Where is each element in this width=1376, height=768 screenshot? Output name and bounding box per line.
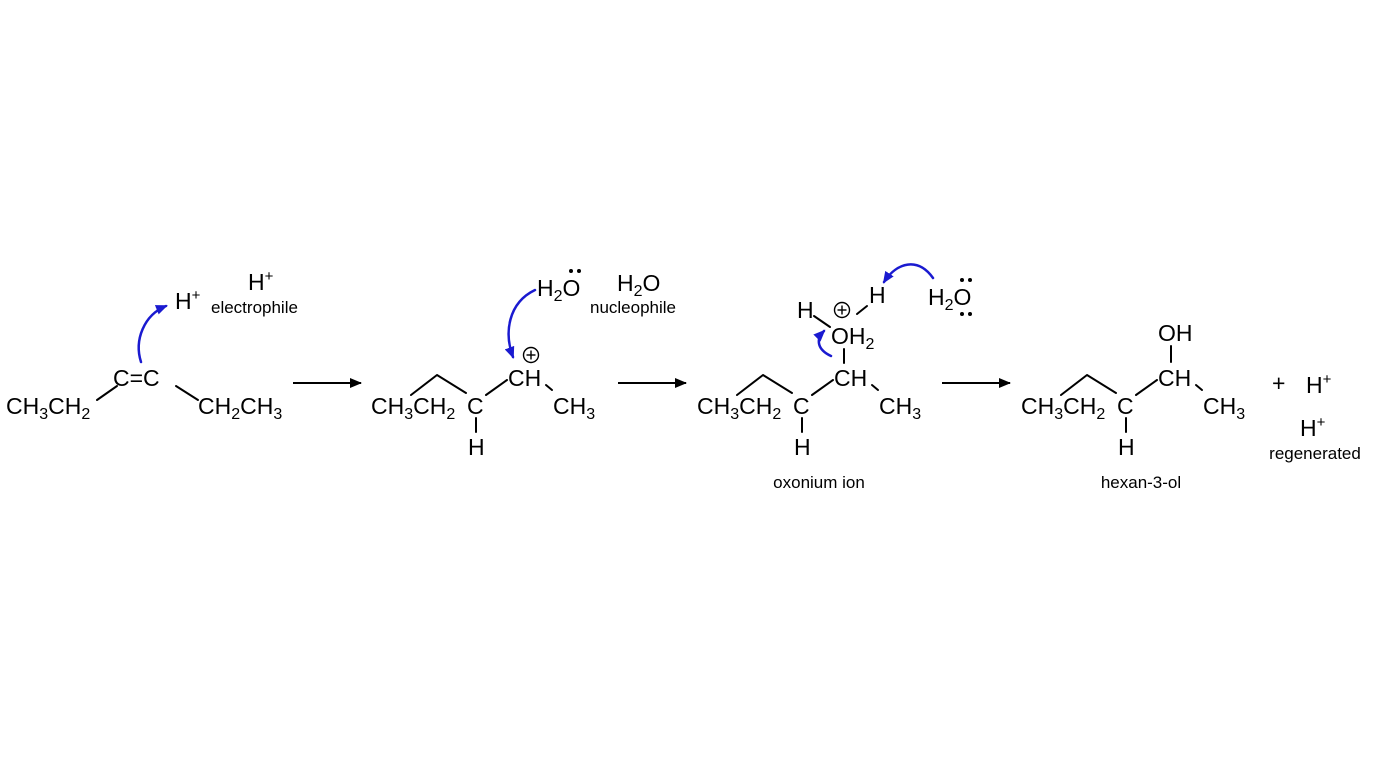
bond-to-methyl [871,384,879,391]
step2-carbocation: H2O H2O nucleophile CH3CH2 C H CH CH3 [371,269,676,460]
oxonium-hydrogen: H [797,297,814,323]
cation-carbon: CH [508,365,541,391]
methyl-group: CH3 [879,393,921,423]
hydroxyl-group: OH [1158,320,1193,346]
branch-hydrogen: H [1118,434,1135,460]
positive-charge-circle [522,346,540,364]
alkene-c-c: C=C [113,365,160,391]
transferred-hydrogen: H [869,282,886,308]
curly-arrow-water-to-cation [504,288,537,359]
lone-pair-dot [968,312,972,316]
h-plus-electrophile: H+ [175,287,201,314]
bond-c-ch [1135,379,1158,396]
branch-carbon: C [793,393,810,419]
product-caption: hexan-3-ol [1101,473,1181,492]
branch-hydrogen: H [794,434,811,460]
h-plus-regenerated: H+ [1300,414,1326,441]
lone-pair-dot [968,278,972,282]
branch-carbon: C [467,393,484,419]
methyl-group: CH3 [553,393,595,423]
oxonium-oh2: OH2 [831,323,875,353]
curly-arrow-bond-to-oxygen [813,329,833,358]
water-base: H2O [928,284,971,314]
lone-pair-dot [960,278,964,282]
curly-arrow-water-to-h [882,263,935,284]
ch-carbon: CH [834,365,867,391]
bond-to-cation [485,379,508,396]
bond-to-methyl [1195,384,1203,391]
oxonium-caption: oxonium ion [773,473,865,492]
lone-pair-dot [569,269,573,273]
ethyl-group-right: CH2CH3 [198,393,282,423]
ch-carbon: CH [1158,365,1191,391]
water-attacking: H2O [537,275,580,305]
h-plus-reagent: H+ [248,268,274,295]
plus-sign-products: + [1272,370,1285,396]
bond-left-to-alkene [96,385,118,401]
nucleophile-label: nucleophile [590,298,676,317]
branch-carbon: C [1117,393,1134,419]
zigzag-bond [736,374,793,396]
h-plus-product: H+ [1306,371,1332,398]
bond-o-h-transfer [856,305,868,315]
step1-reactants: H+ H+ electrophile CH3CH2 C=C CH2CH3 [6,268,298,423]
lone-pair-dot [577,269,581,273]
ethyl-chain: CH3CH2 [1021,393,1105,423]
lone-pair-dot [960,312,964,316]
water-nucleophile: H2O [617,270,660,300]
branch-hydrogen: H [468,434,485,460]
ethyl-group-left: CH3CH2 [6,393,90,423]
ethyl-chain: CH3CH2 [697,393,781,423]
methyl-group: CH3 [1203,393,1245,423]
step4-products: OH CH3CH2 C H CH CH3 hexan-3-ol + H+ H+ … [1021,320,1361,492]
bond-o-h [813,315,831,328]
bond-to-methyl [545,384,553,391]
zigzag-bond [1060,374,1117,396]
ethyl-chain: CH3CH2 [371,393,455,423]
curly-arrow-pi-to-proton [137,304,168,364]
zigzag-bond [410,374,467,396]
regenerated-label: regenerated [1269,444,1361,463]
electrophile-label: electrophile [211,298,298,317]
bond-c-ch [811,379,834,396]
bond-alkene-to-right [175,385,199,401]
positive-charge-circle [833,301,851,319]
step3-oxonium: H H H2O OH2 CH3CH2 C H CH CH3 oxonium io… [697,263,972,492]
